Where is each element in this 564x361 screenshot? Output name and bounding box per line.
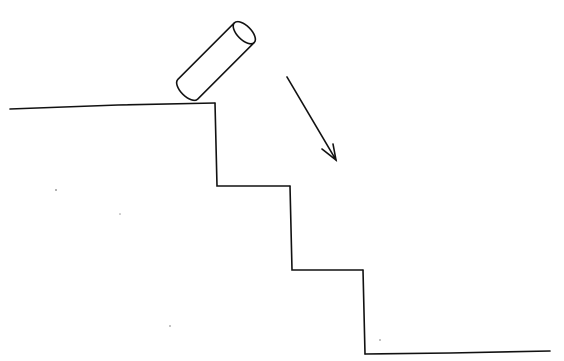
bottom-floor: [364, 350, 551, 355]
cylinder-icon: [175, 20, 257, 102]
step-2: [289, 185, 364, 271]
arrow-head: [321, 143, 338, 162]
step-3: [362, 269, 366, 355]
cylinder: [175, 20, 257, 102]
cylinder-body: [175, 22, 255, 102]
arrow-shaft: [286, 76, 337, 161]
staircase: [9, 102, 551, 355]
top-landing: [9, 102, 216, 110]
cylinder-end-face: [232, 20, 257, 45]
scan-specks: [55, 189, 381, 341]
arrow-down-right-icon: [286, 76, 338, 162]
step-1: [214, 102, 291, 187]
